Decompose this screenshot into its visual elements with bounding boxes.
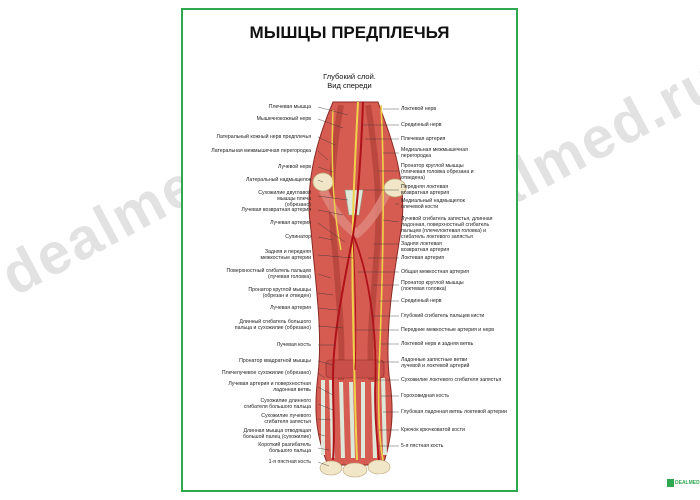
dealmed-logo: DEALMED	[675, 480, 700, 486]
label-left: Плечелучевое сухожилие (обрезано)	[221, 370, 311, 376]
label-right: Пронатор круглой мышцы (локтевая головка…	[401, 280, 464, 292]
label-left: 1-я пястная кость	[268, 459, 311, 465]
label-left: Лучевая артерия	[270, 305, 311, 311]
label-right: Локтевой нерв	[401, 106, 437, 112]
label-right: Сухожилие локтевого сгибателя запястья	[401, 377, 502, 383]
label-right: Локтевая артерия	[401, 255, 445, 261]
label-right: Передние межкостные артерия и нерв	[401, 327, 494, 333]
label-left: Сухожилие лучевого сгибателя запястья	[261, 413, 311, 425]
label-left: Лучевая кость	[276, 342, 311, 348]
label-left: Пронатор круглой мышцы (обрезан и отведе…	[248, 287, 311, 299]
label-right: Гороховидная кость	[401, 393, 450, 399]
dealmed-logo-icon	[667, 479, 674, 487]
label-right: 5-я пястная кость	[401, 443, 444, 449]
label-right: Медиальный надмыщелок плечевой кости	[401, 198, 465, 210]
forearm-illustration	[308, 101, 407, 478]
label-left: Сухожилие длинного сгибателя большого па…	[243, 398, 311, 410]
label-right: Глубокая ладонная ветвь локтевой артерии	[401, 409, 507, 415]
subtitle-line-1: Глубокий слой.	[323, 72, 376, 81]
label-right: Лучевой сгибатель запястья, длинная ладо…	[401, 216, 493, 240]
label-right: Ладонные запястные ветви лучевой и локте…	[401, 357, 470, 369]
label-right: Срединный нерв	[401, 298, 442, 304]
label-right: Локтевой нерв и задняя ветвь	[401, 341, 474, 347]
label-left: Латеральный надмыщелок	[245, 177, 311, 183]
label-left: Задняя и передняя межкостные артерии	[260, 249, 311, 261]
label-right: Передняя локтевая возвратная артерия	[401, 184, 450, 196]
label-right: Срединный нерв	[401, 122, 442, 128]
label-right: Задняя локтевая возвратная артерия	[401, 241, 450, 253]
label-left: Лучевая артерия и поверхностная ладонная…	[228, 381, 311, 393]
label-left: Лучевая артерия	[270, 220, 311, 226]
label-left: Сухожилие двуглавой мышцы плеча (обрезан…	[258, 190, 311, 208]
poster-subtitle: Глубокий слой. Вид спереди	[183, 72, 516, 90]
label-right: Крючок крючковатой кости	[401, 427, 465, 433]
label-left: Длинная мышца отводящая большой палец (с…	[242, 428, 311, 440]
label-left: Короткий разгибатель большого пальца	[258, 442, 311, 454]
label-left: Лучевой нерв	[278, 164, 311, 170]
label-left: Лучевая возвратная артерия	[241, 207, 311, 213]
label-left: Мышечнокожный нерв	[256, 116, 311, 122]
label-left: Латеральный кожный нерв предплечья	[216, 134, 311, 140]
label-right: Глубокий сгибатель пальцев кисти	[401, 313, 485, 319]
label-left: Длинный сгибатель большого пальца и сухо…	[234, 319, 311, 331]
label-right: Плечевая артерия	[401, 136, 446, 142]
label-right: Пронатор круглой мышцы (плечевая головка…	[401, 163, 474, 181]
anatomy-poster: МЫШЦЫ ПРЕДПЛЕЧЬЯ Глубокий слой. Вид спер…	[181, 8, 700, 492]
label-left: Плечевая мышца	[268, 104, 311, 110]
label-right: Общая межкостная артерия	[401, 269, 469, 275]
label-left: Супинатор	[285, 234, 311, 240]
label-left: Пронатор квадратной мышцы	[239, 358, 311, 364]
label-left: Поверхностный сгибатель пальцев (лучевая…	[226, 268, 311, 280]
label-right: Медиальная межмышечная перегородка	[401, 147, 468, 159]
label-left: Латеральная межмышечная перегородка	[211, 148, 311, 154]
poster-title: МЫШЦЫ ПРЕДПЛЕЧЬЯ	[249, 23, 450, 42]
subtitle-line-2: Вид спереди	[327, 81, 372, 90]
